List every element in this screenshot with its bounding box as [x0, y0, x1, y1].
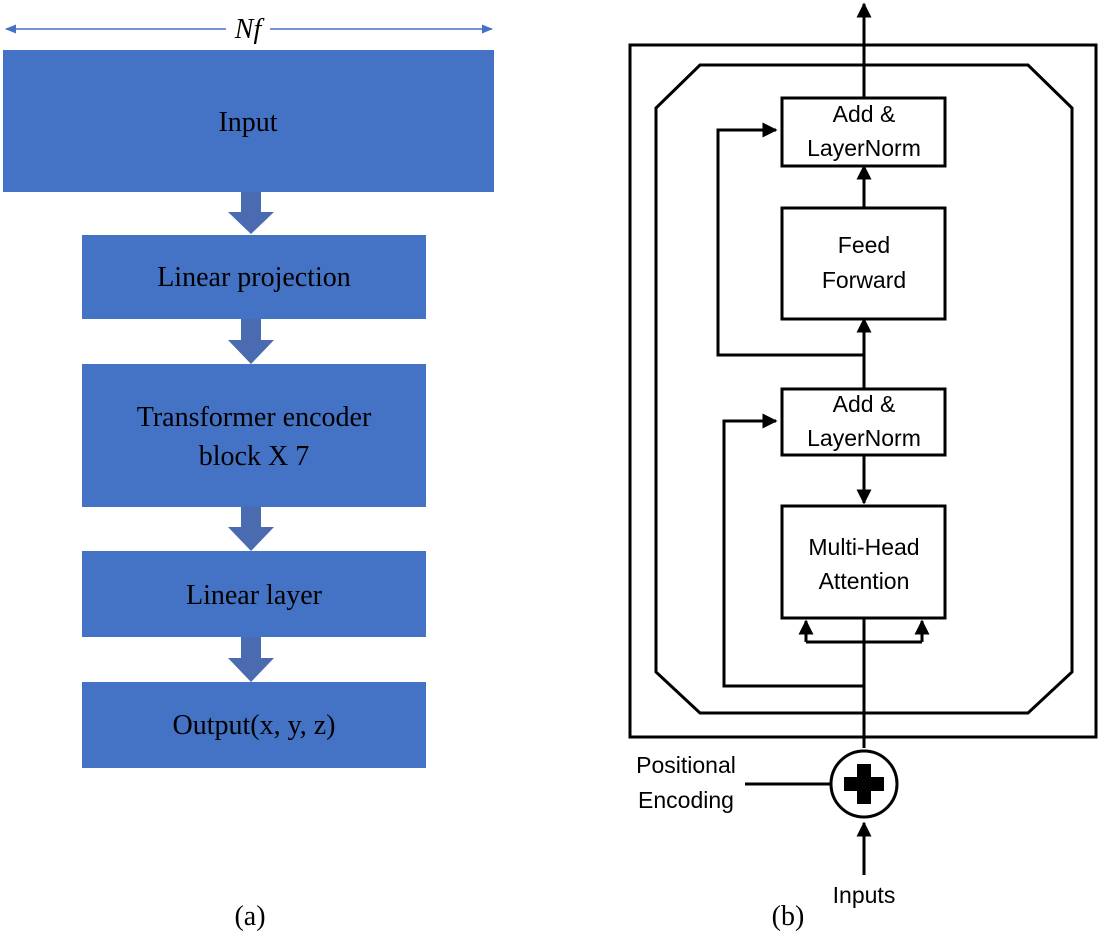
multi-head-line2: Attention [819, 568, 910, 594]
down-arrow-2 [228, 319, 274, 364]
down-arrow-1 [228, 192, 274, 234]
add-norm-bottom-box [780, 387, 947, 457]
transformer-encoder-block [82, 364, 426, 507]
width-label: Nf [234, 14, 265, 45]
feed-forward-line1: Feed [838, 232, 890, 258]
encoder-octagon [654, 63, 1074, 715]
linear-layer-block [82, 551, 426, 637]
add-norm-top-line2: LayerNorm [807, 135, 921, 161]
positional-encoding-line2: Encoding [638, 787, 734, 813]
transformer-encoder-label-line2: block X 7 [199, 441, 309, 472]
output-block [82, 682, 426, 768]
add-norm-bottom-line2: LayerNorm [807, 425, 921, 451]
panel-b-boxes [780, 96, 947, 819]
multi-head-line1: Multi-Head [808, 534, 919, 560]
caption-a: (a) [234, 901, 265, 932]
caption-b: (b) [772, 901, 805, 932]
transformer-encoder-label-line1: Transformer encoder [137, 402, 372, 433]
down-arrow-4 [228, 637, 274, 682]
down-arrow-3 [228, 507, 274, 551]
panel-b [628, 2, 1098, 875]
panel-a: Nf Input Linear projection Transformer e… [3, 14, 494, 932]
add-norm-bottom-line1: Add & [833, 391, 896, 417]
add-norm-top-line1: Add & [833, 101, 896, 127]
linear-projection-label: Linear projection [157, 262, 351, 293]
feed-forward-box [780, 206, 947, 321]
output-label: Output(x, y, z) [172, 710, 335, 741]
linear-projection-block [82, 235, 426, 319]
feed-forward-line2: Forward [822, 267, 906, 293]
positional-encoding-line1: Positional [636, 752, 736, 778]
input-label: Input [218, 107, 277, 138]
panel-b-labels: Add & LayerNorm Feed Forward Add & Layer… [636, 101, 921, 908]
linear-layer-label: Linear layer [186, 580, 323, 611]
add-norm-top-box [780, 96, 947, 168]
inputs-label: Inputs [833, 882, 896, 908]
multi-head-attention-box [780, 504, 947, 620]
plus-icon [844, 764, 884, 804]
input-block [3, 50, 494, 192]
